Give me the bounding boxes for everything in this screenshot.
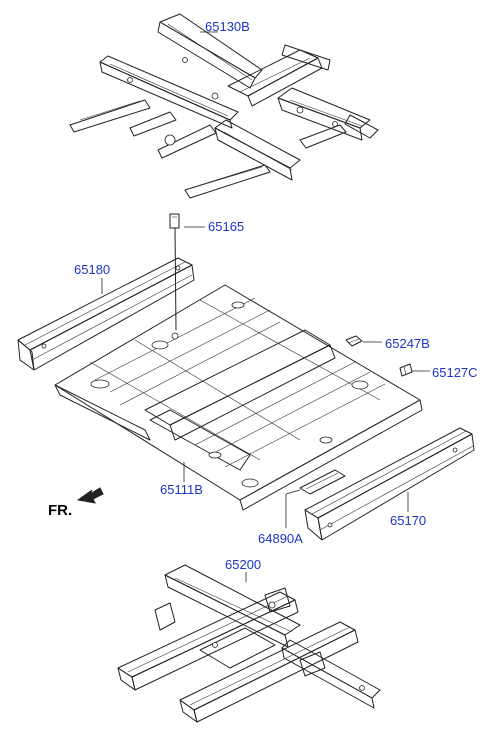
part-label-64890A[interactable]: 64890A bbox=[258, 531, 303, 546]
side-sill-right-65170[interactable] bbox=[304, 427, 475, 541]
part-label-65165[interactable]: 65165 bbox=[208, 219, 245, 234]
front-direction-label: FR. bbox=[48, 502, 73, 519]
part-label-65170[interactable]: 65170 bbox=[390, 513, 427, 528]
clip-65127C[interactable] bbox=[399, 363, 413, 377]
part-label-65111B[interactable]: 65111B bbox=[160, 482, 203, 497]
side-sill-left-65180[interactable] bbox=[17, 257, 195, 371]
rear-frame-65200[interactable] bbox=[117, 564, 381, 723]
bracket-65165[interactable] bbox=[169, 213, 180, 331]
part-label-65180[interactable]: 65180 bbox=[74, 262, 111, 277]
small-bracket-65247B[interactable] bbox=[345, 335, 363, 347]
floor-panel-65111B[interactable] bbox=[54, 284, 423, 511]
part-label-65200[interactable]: 65200 bbox=[225, 557, 262, 572]
crossmember-upper-assembly[interactable] bbox=[69, 13, 379, 199]
part-label-65130B[interactable]: 65130B bbox=[205, 19, 250, 34]
small-plate-64890A[interactable] bbox=[299, 469, 346, 495]
part-label-65127C[interactable]: 65127C bbox=[432, 365, 478, 380]
front-arrow-icon bbox=[76, 487, 104, 504]
part-label-65247B[interactable]: 65247B bbox=[385, 336, 430, 351]
